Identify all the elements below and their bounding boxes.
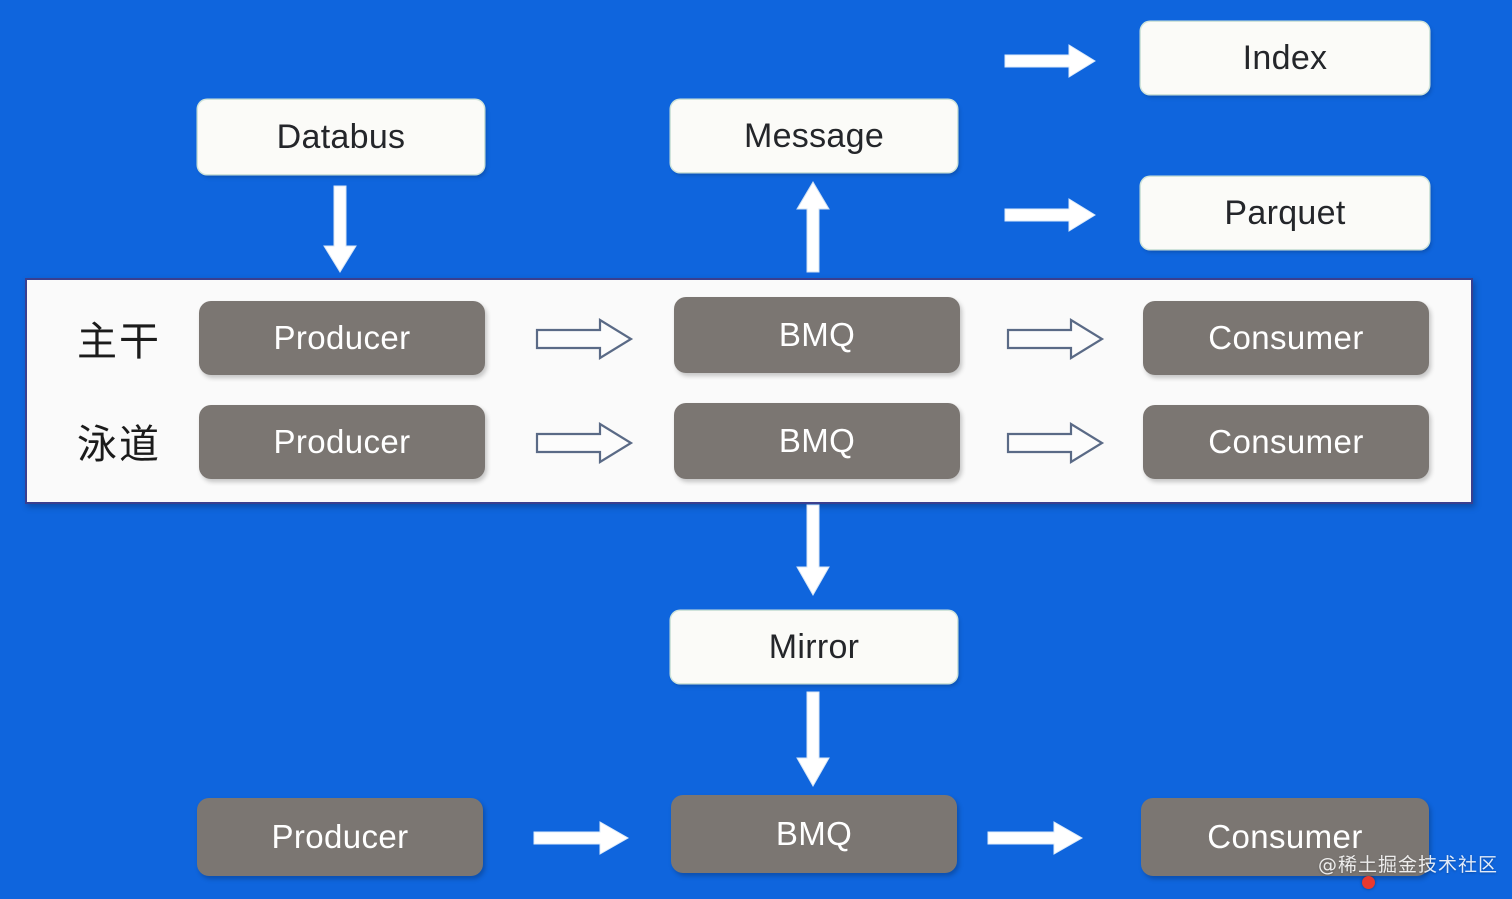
node-consumer-trunk-label: Consumer <box>1208 319 1364 356</box>
arrow-producer-to-bmq-lane <box>535 422 634 464</box>
node-bmq-trunk: BMQ <box>674 297 960 373</box>
arrow-producer-to-bmq-bottom <box>533 820 630 856</box>
node-bmq-lane-label: BMQ <box>778 422 856 459</box>
node-bmq-bottom-label: BMQ <box>775 815 853 852</box>
node-producer-bottom: Producer <box>197 798 483 876</box>
node-bmq-trunk-label: BMQ <box>778 316 856 353</box>
lane-label-trunk: 主干 <box>77 319 161 365</box>
arrow-bmq-to-consumer-lane <box>1006 422 1105 464</box>
node-bmq-bottom: BMQ <box>671 795 957 873</box>
node-message-label: Message <box>743 116 885 155</box>
node-consumer-bottom-label: Consumer <box>1207 818 1363 855</box>
arrow-message-to-index <box>1004 43 1097 79</box>
arrow-bmq-to-consumer-bottom <box>987 820 1084 856</box>
node-mirror: Mirror <box>671 611 957 683</box>
arrow-panel-to-mirror <box>795 504 831 597</box>
arrow-bmq-to-message <box>795 181 831 274</box>
node-consumer-lane: Consumer <box>1143 405 1429 479</box>
node-consumer-lane-label: Consumer <box>1208 423 1364 460</box>
node-parquet-label: Parquet <box>1224 193 1346 232</box>
arrow-mirror-to-bmq-bottom <box>795 691 831 788</box>
node-index: Index <box>1141 22 1429 94</box>
arrow-bmq-to-consumer-trunk <box>1006 318 1105 360</box>
node-producer-bottom-label: Producer <box>271 818 409 855</box>
node-bmq-lane: BMQ <box>674 403 960 479</box>
swimlane-panel: 主干 泳道 Producer BMQ Consumer Producer <box>25 278 1473 504</box>
node-index-label: Index <box>1242 38 1328 77</box>
arrow-databus-to-producer <box>322 185 358 274</box>
lane-label-swimlane: 泳道 <box>77 422 161 468</box>
node-message: Message <box>671 100 957 172</box>
node-producer-lane-label: Producer <box>273 423 411 460</box>
node-consumer-bottom: Consumer <box>1141 798 1429 876</box>
node-databus-label: Databus <box>276 117 406 156</box>
node-mirror-label: Mirror <box>768 627 860 666</box>
node-producer-trunk-label: Producer <box>273 319 411 356</box>
arrow-message-to-parquet <box>1004 197 1097 233</box>
node-producer-trunk: Producer <box>199 301 485 375</box>
node-consumer-trunk: Consumer <box>1143 301 1429 375</box>
arrow-producer-to-bmq-trunk <box>535 318 634 360</box>
node-producer-lane: Producer <box>199 405 485 479</box>
node-databus: Databus <box>198 100 484 174</box>
watermark-dot-icon <box>1361 876 1375 889</box>
node-parquet: Parquet <box>1141 177 1429 249</box>
